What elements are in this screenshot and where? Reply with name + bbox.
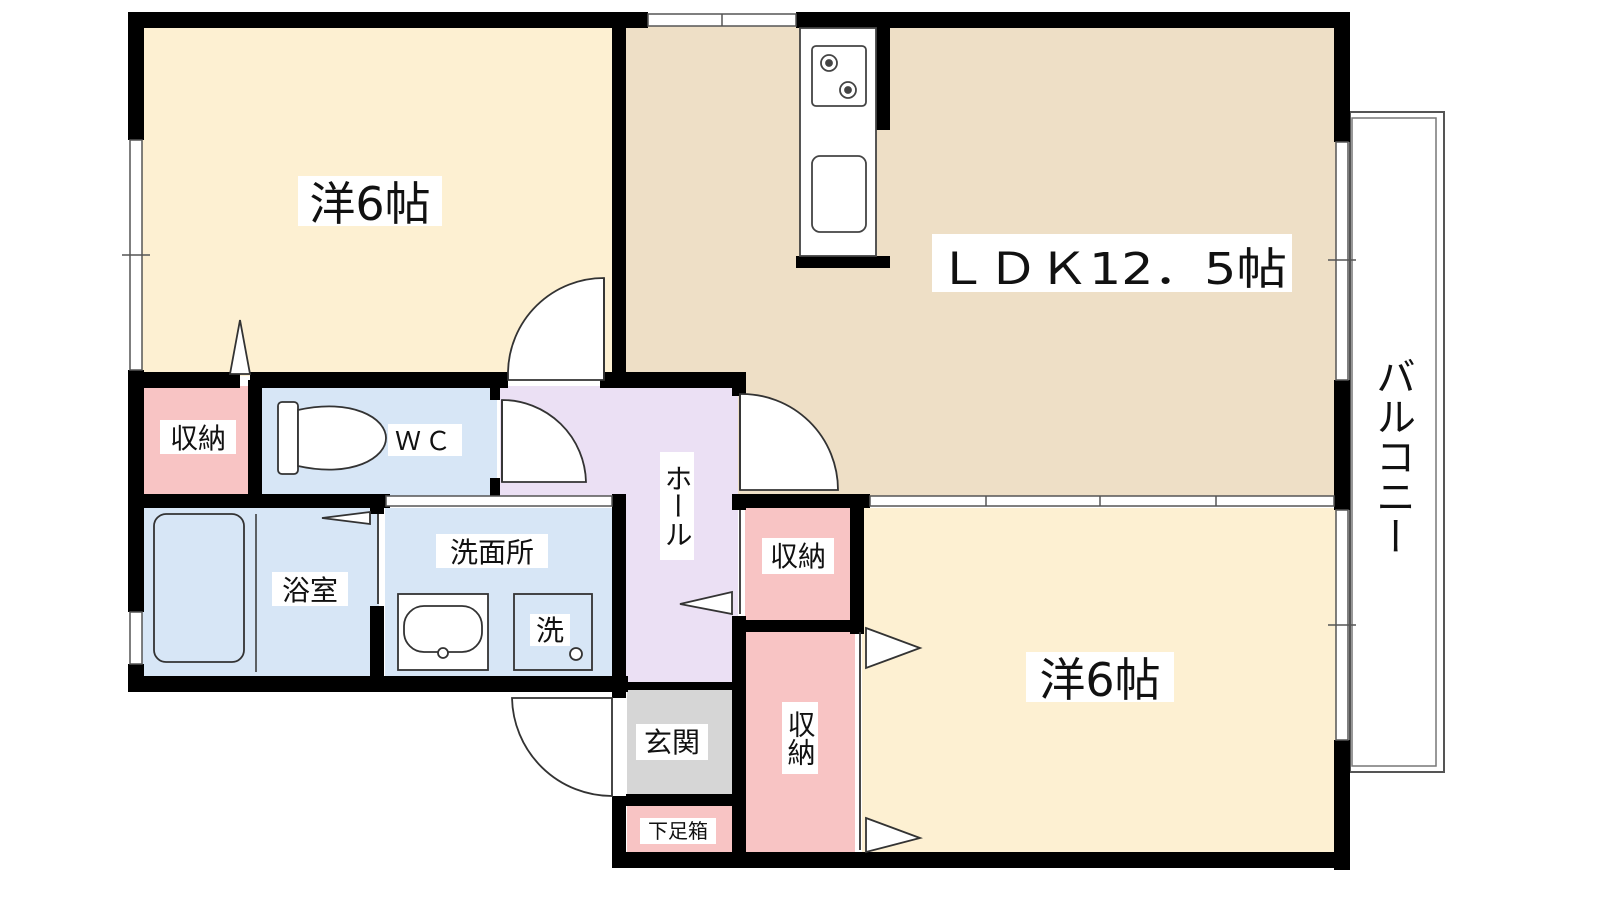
walls	[128, 12, 1350, 870]
door-entrance	[511, 697, 613, 797]
storage-tall-label: 収納	[784, 710, 817, 766]
door-wc	[501, 399, 587, 483]
door-hall	[679, 590, 733, 616]
kitchen-sink-icon	[811, 155, 867, 233]
toilet-icon	[277, 401, 387, 475]
door-bottom-room-2	[865, 816, 924, 854]
wc-label: ＷＣ	[395, 427, 455, 457]
door-ldk	[739, 393, 839, 491]
doors	[228, 277, 924, 854]
door-bottom-room-1	[865, 626, 923, 670]
western-room-bottom-label: 洋6帖	[1039, 653, 1160, 707]
windows	[122, 13, 1356, 741]
storage-mid-label: 収納	[770, 540, 826, 573]
storage-left-label: 収納	[170, 422, 226, 455]
hall-label: ホール	[661, 464, 694, 548]
door-top-room-closet	[228, 319, 252, 375]
shoe-box-label: 下足箱	[648, 819, 708, 843]
ldk-label: ＬＤＫ12．5帖	[937, 244, 1287, 295]
bathtub-icon	[153, 513, 245, 663]
door-top-room	[507, 277, 605, 381]
washroom-label: 洗面所	[450, 536, 534, 569]
wash-basin-icon	[397, 593, 489, 671]
door-bath	[321, 510, 371, 526]
balcony-outline	[1349, 111, 1445, 773]
entrance-label: 玄関	[644, 726, 700, 759]
western-room-top-label: 洋6帖	[309, 177, 430, 231]
bathroom-label: 浴室	[282, 574, 338, 607]
balcony-inner	[1351, 117, 1437, 767]
washer-label: 洗	[536, 614, 564, 647]
kitchen-counter	[799, 27, 877, 257]
ldk-area-lower	[745, 380, 1342, 496]
balcony-label: バルコニー	[1369, 356, 1415, 556]
